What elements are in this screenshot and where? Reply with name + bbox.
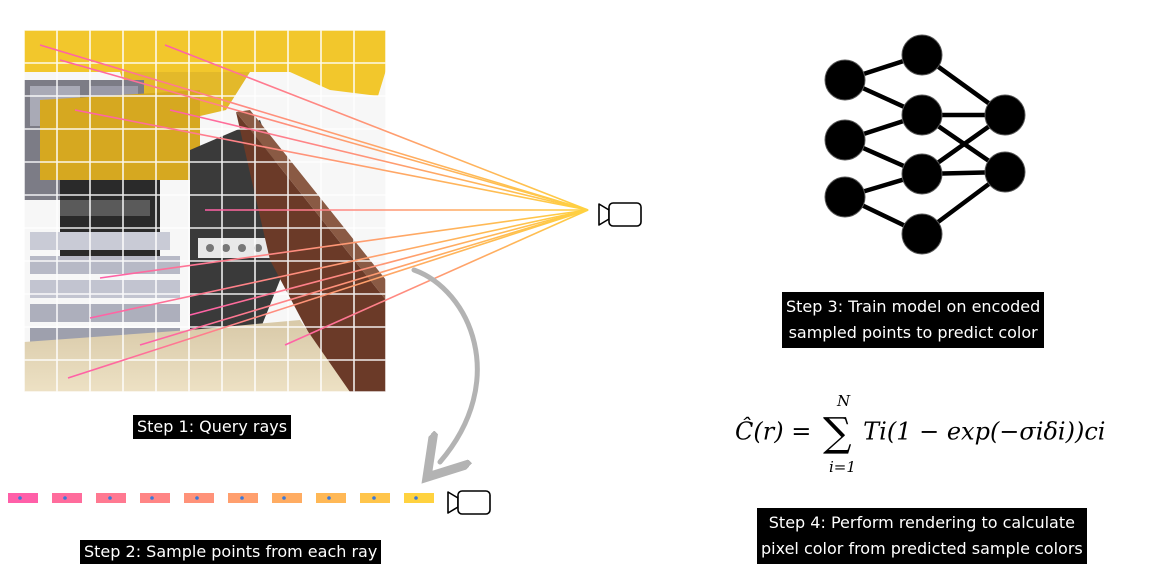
camera-icon (447, 490, 491, 515)
step3-caption: Step 3: Train model on encoded sampled p… (782, 292, 1045, 348)
ray-line (139, 209, 589, 346)
step3-line1: Step 3: Train model on encoded (786, 297, 1041, 316)
sample-point (150, 496, 154, 500)
nn-node (984, 94, 1026, 136)
formula-lhs: Ĉ(r) = (735, 417, 812, 446)
sample-points-strip (8, 493, 434, 503)
nn-node (901, 94, 943, 136)
curved-arrow-icon (411, 267, 480, 462)
nn-node (824, 119, 866, 161)
nn-node (824, 176, 866, 218)
camera-icon (598, 202, 642, 227)
sample-segment (272, 493, 302, 503)
nn-node (984, 151, 1026, 193)
sample-point (282, 496, 286, 500)
rendered-scene-image (24, 30, 386, 392)
sample-point (327, 496, 331, 500)
ray-line (89, 209, 589, 319)
sample-point (372, 496, 376, 500)
sample-segment (316, 493, 346, 503)
ray-line (59, 59, 589, 211)
ray-line (164, 44, 589, 211)
sample-segment (404, 493, 434, 503)
sample-point (63, 496, 67, 500)
sample-point (195, 496, 199, 500)
ray-line (67, 209, 589, 379)
step3-line2: sampled points to predict color (788, 323, 1038, 342)
step4-line2: pixel color from predicted sample colors (761, 539, 1083, 558)
nn-node (901, 213, 943, 255)
sample-segment (140, 493, 170, 503)
step4-line1: Step 4: Perform rendering to calculate (768, 513, 1075, 532)
ray-line (284, 209, 589, 346)
sample-point (108, 496, 112, 500)
query-rays (39, 44, 589, 379)
ray-line (169, 109, 589, 211)
step1-caption: Step 1: Query rays (133, 415, 292, 439)
sample-point (240, 496, 244, 500)
ray-line (74, 109, 589, 211)
sum-lower: i=1 (828, 458, 856, 476)
step4-caption: Step 4: Perform rendering to calculate p… (757, 508, 1087, 564)
ray-line (39, 44, 589, 211)
nn-node (901, 34, 943, 76)
sample-point (414, 496, 418, 500)
sample-segment (8, 493, 38, 503)
formula-term: Ti(1 − exp(−σiδi))ci (863, 417, 1106, 446)
sample-point (18, 496, 22, 500)
neural-network-icon (824, 34, 1026, 255)
step2-caption: Step 2: Sample points from each ray (80, 540, 382, 564)
nn-node (901, 153, 943, 195)
nn-node (824, 59, 866, 101)
ray-line (189, 209, 589, 316)
sample-segment (184, 493, 214, 503)
ray-line (99, 209, 589, 279)
sample-segment (52, 493, 82, 503)
sum-upper: N (836, 392, 851, 410)
